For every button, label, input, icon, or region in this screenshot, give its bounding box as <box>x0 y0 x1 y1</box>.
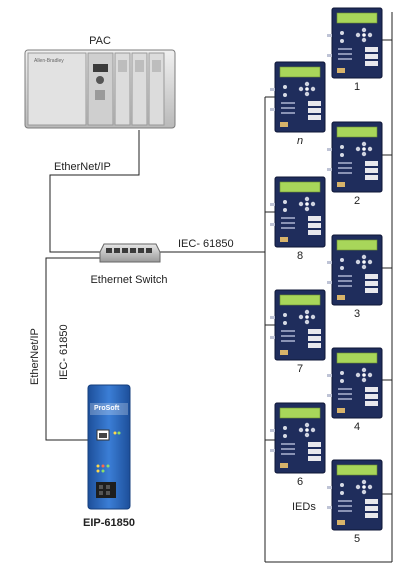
prosoft-gateway <box>87 384 131 510</box>
ethernet-ip-vertical-label: EtherNet/IP <box>29 328 41 385</box>
ied-device-1: 1 <box>326 7 383 93</box>
ied-device-2: 2 <box>326 121 383 207</box>
iec-61850-vertical-label: IEC- 61850 <box>58 324 70 380</box>
ied-label: 5 <box>354 533 360 545</box>
ied-device-4: 4 <box>326 347 383 433</box>
link-switch-gateway <box>45 257 110 441</box>
link-pac-switch <box>49 130 140 253</box>
ied-label: 8 <box>297 250 303 262</box>
ied-device-n: n <box>269 61 326 147</box>
connection-lines <box>45 12 393 563</box>
ieds-label: IEDs <box>292 501 316 513</box>
plc-brand-text: Allen-Bradley <box>34 58 64 64</box>
ied-device-3: 3 <box>326 234 383 320</box>
ethernet-ip-top-label: EtherNet/IP <box>54 161 111 173</box>
ethernet-switch-label: Ethernet Switch <box>90 274 167 286</box>
ied-device-8: 8 <box>269 176 326 262</box>
gateway-brand-text: ProSoft <box>94 405 120 412</box>
ied-device-5: 5 <box>326 459 383 545</box>
ied-label: 6 <box>297 476 303 488</box>
ied-device-7: 7 <box>269 289 326 375</box>
ied-label: 3 <box>354 308 360 320</box>
ied-device-6: 6 <box>269 402 326 488</box>
ied-label: 4 <box>354 421 360 433</box>
ied-label: 2 <box>354 195 360 207</box>
pac-label: PAC <box>89 35 111 47</box>
iec-61850-horizontal-label: IEC- 61850 <box>178 238 234 250</box>
ethernet-switch <box>99 243 161 263</box>
pac-controller: Allen-Bradley <box>24 49 176 129</box>
ied-label: n <box>297 135 303 147</box>
ied-devices: 1 n 2 8 3 7 4 6 5 <box>269 7 383 545</box>
ied-label: 7 <box>297 363 303 375</box>
ied-label: 1 <box>354 81 360 93</box>
gateway-label: EIP-61850 <box>83 517 135 529</box>
